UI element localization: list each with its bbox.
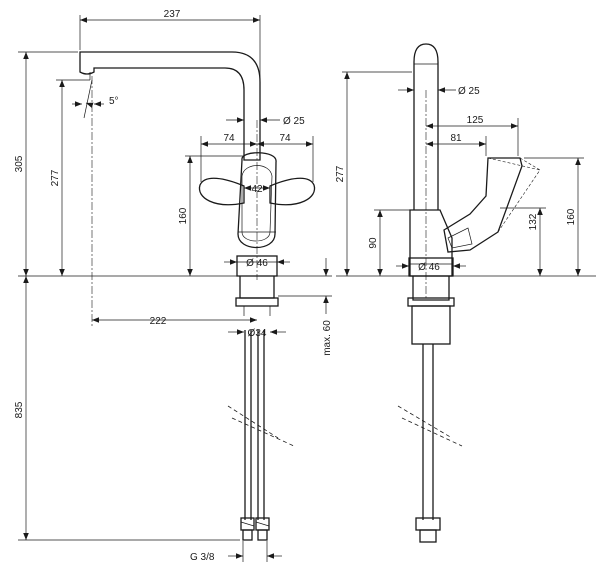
side-hose-connector-nut [419,529,437,543]
front-lever-right-wing [269,177,316,206]
dim-42-text: 42 [251,184,263,195]
front-break-line-2 [231,417,295,447]
dim-dia46-text: Ø 46 [246,258,268,269]
front-lever-left-wing [198,177,245,206]
dim-max60-text: max. 60 [322,320,333,356]
dim-dia34-text: Ø34 [248,328,267,339]
dim-81-text: 81 [450,133,462,144]
dim-125-text: 125 [467,115,484,126]
angle-5-text: 5° [109,96,119,107]
front-hose-connectors [240,517,270,541]
dim-74-right-text: 74 [279,133,291,144]
dim-side-dia46-text: Ø 46 [418,262,440,273]
side-lever [443,157,523,253]
front-break-line-1 [227,405,279,439]
front-body [237,152,277,248]
side-mount-nut [412,276,450,301]
side-view: 277 Ø 25 125 81 132 160 90 Ø 46 [335,43,596,543]
side-break-line-2 [401,417,463,447]
front-view: 237 305 277 5° Ø 25 74 74 42 160 [14,9,333,563]
front-spout [79,51,261,161]
side-body [409,209,453,277]
dim-side-160-text: 160 [566,208,577,225]
dim-74-left-text: 74 [223,133,235,144]
side-supply-hose [422,344,434,520]
dim-222-text: 222 [150,316,167,327]
dim-side-dia25-text: Ø 25 [458,86,480,97]
dim-90-text: 90 [368,237,379,249]
angle-5-leg [83,79,93,119]
dim-side-277-text: 277 [335,165,346,182]
dim-dia25-text: Ø 25 [283,116,305,127]
side-spout-column [413,43,439,210]
side-washer [407,297,455,307]
dim-305-text: 305 [14,155,25,172]
angle-5-arc [85,102,94,108]
dim-g38-text: G 3/8 [190,552,215,563]
side-break-line-1 [397,405,453,439]
side-shank-block [411,305,451,345]
side-lever-inner [447,227,473,249]
side-lever-sweep-1 [487,157,541,171]
side-lever-sweep-3 [497,169,541,233]
front-washer [235,297,279,307]
dim-132-text: 132 [528,213,539,230]
side-hose-connector [415,517,441,531]
dim-277-text: 277 [50,169,61,186]
dim-237-text: 237 [164,9,181,20]
side-lever-sweep-2 [519,157,541,171]
dim-160-text: 160 [178,207,189,224]
dim-835-text: 835 [14,401,25,418]
